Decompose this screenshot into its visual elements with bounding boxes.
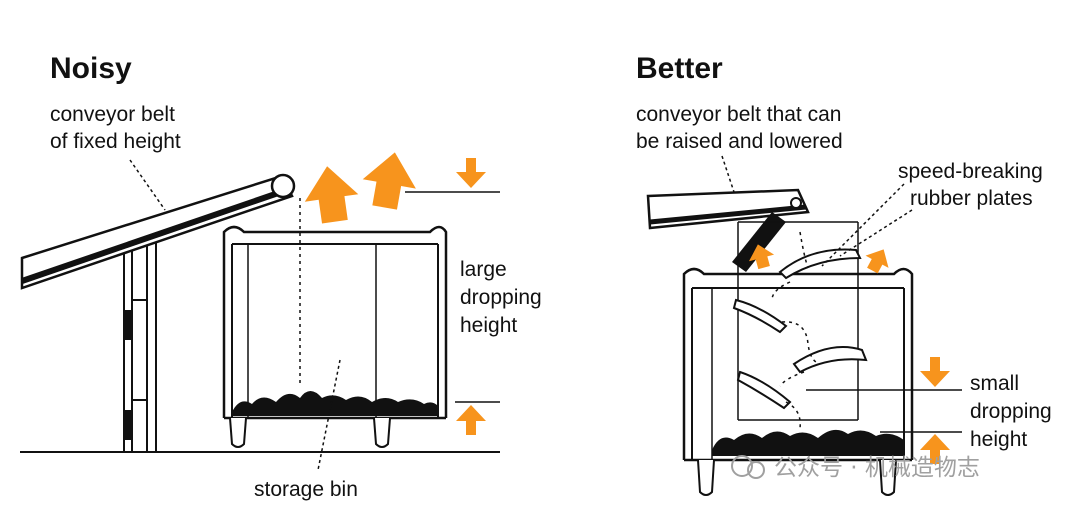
- better-plates-label-line1: speed-breaking: [898, 160, 1043, 183]
- better-height-label-line3: height: [970, 428, 1027, 451]
- better-belt-label-line1: conveyor belt that can: [636, 103, 841, 126]
- noisy-storage-bin: [222, 225, 448, 448]
- noisy-height-label-line1: large: [460, 258, 507, 281]
- better-plates-label-line2: rubber plates: [910, 187, 1033, 210]
- watermark-text: 公众号 · 机械造物志: [774, 455, 980, 481]
- rubber-plates: [732, 248, 868, 410]
- noisy-height-arrow-down-icon: [456, 158, 486, 188]
- better-belt-leader: [721, 155, 735, 193]
- better-panel: Better conveyor belt that can be raised …: [636, 52, 1052, 496]
- watermark: 公众号 · 机械造物志: [731, 455, 980, 481]
- better-conveyor-belt: [646, 188, 810, 272]
- better-height-label-line1: small: [970, 372, 1019, 395]
- noisy-title: Noisy: [50, 52, 132, 85]
- noisy-material-flow-arrows: [304, 152, 416, 224]
- noisy-bin-leader: [317, 359, 341, 471]
- noisy-belt-label-line2: of fixed height: [50, 130, 181, 153]
- noisy-height-label-line3: height: [460, 314, 517, 337]
- noisy-belt-leader: [129, 159, 166, 211]
- noisy-belt-label-line1: conveyor belt: [50, 103, 175, 126]
- noisy-bin-label: storage bin: [254, 478, 358, 501]
- better-flow-path: [771, 231, 817, 429]
- better-height-arrow-down-icon: [920, 357, 950, 387]
- better-storage-bin: [682, 221, 914, 496]
- watermark-chat-icon: [731, 455, 753, 477]
- noisy-panel: Noisy conveyor belt of fixed height: [20, 52, 542, 501]
- noisy-height-arrow-up-icon: [456, 405, 486, 435]
- better-height-label-line2: dropping: [970, 400, 1052, 423]
- noisy-conveyor-support: [123, 223, 157, 453]
- plates-leader-2: [839, 209, 913, 257]
- plates-leader-1: [821, 183, 905, 267]
- noisy-height-label-line2: dropping: [460, 286, 542, 309]
- better-material-flow-arrows: [748, 244, 889, 274]
- noisy-conveyor-belt: [20, 173, 296, 290]
- better-title: Better: [636, 52, 723, 85]
- better-belt-label-line2: be raised and lowered: [636, 130, 843, 153]
